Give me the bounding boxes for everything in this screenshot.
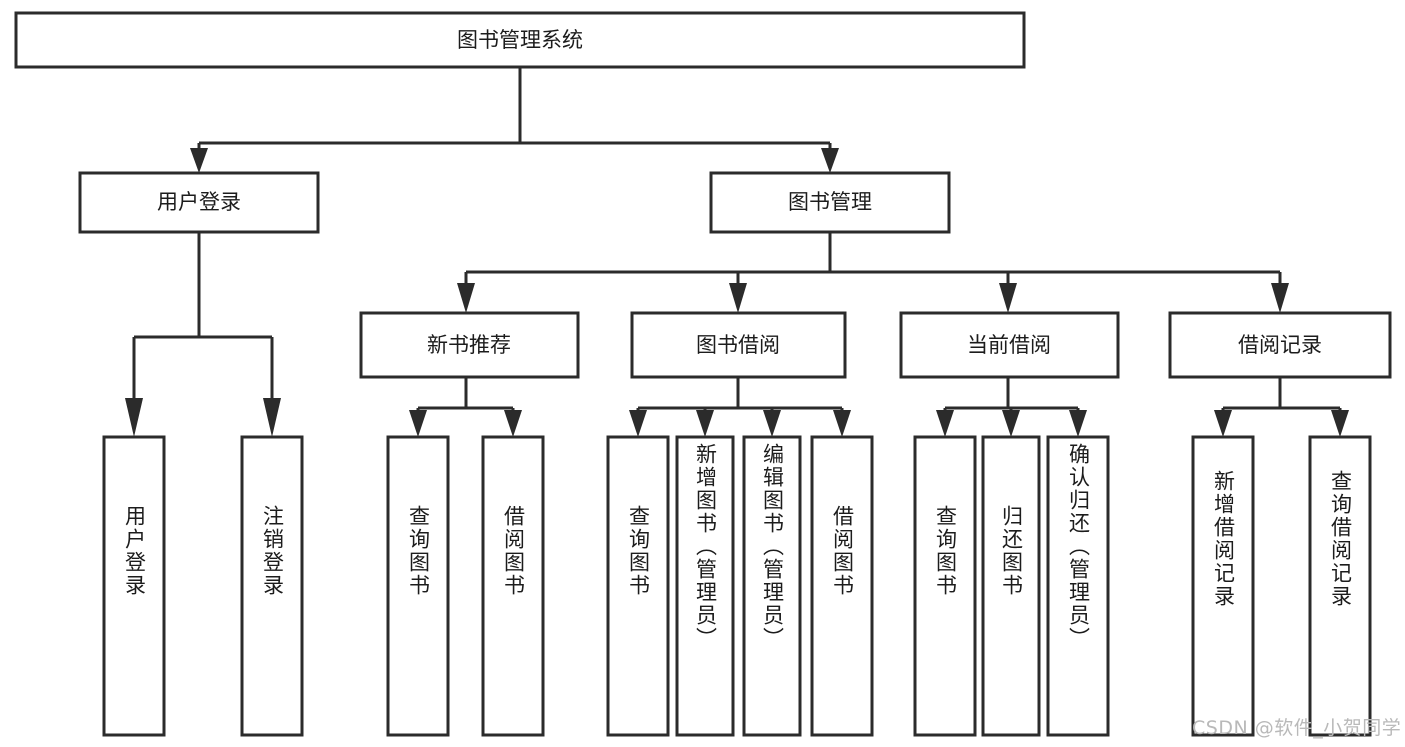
node-book-borrow[interactable]	[630, 311, 847, 379]
node-leaf-return-book[interactable]	[981, 435, 1041, 737]
arrow-head-records	[1271, 283, 1289, 313]
node-book-management[interactable]	[709, 171, 951, 234]
node-user-login-label: 用户登录	[157, 190, 241, 214]
node-borrow-records-label: 借阅记录	[1238, 333, 1322, 357]
arrow-head-leaf-10	[1002, 410, 1020, 437]
node-book-borrow-label: 图书借阅	[696, 333, 780, 357]
node-leaf-add-borrow-record[interactable]	[1191, 435, 1255, 737]
node-current-borrow[interactable]	[899, 311, 1120, 379]
connector-group-root	[190, 67, 839, 173]
arrow-head-new-books	[457, 283, 475, 313]
node-leaf-edit-book-admin[interactable]	[742, 435, 802, 737]
arrow-head-leaf-11	[1069, 410, 1087, 437]
connector-group-user-login	[125, 232, 281, 437]
node-leaf-add-book-admin[interactable]	[675, 435, 735, 737]
arrow-head-leaf-4	[504, 410, 522, 437]
connector-group-current	[936, 377, 1087, 437]
node-leaf-confirm-return-admin[interactable]	[1046, 435, 1110, 737]
node-leaf-query-book-3[interactable]	[913, 435, 977, 737]
node-leaf-borrow-book-1[interactable]	[481, 435, 545, 737]
node-book-management-label: 图书管理	[788, 190, 872, 214]
connector-group-new-books	[409, 377, 522, 437]
arrow-head-leaf-12	[1214, 410, 1232, 437]
node-user-login[interactable]	[78, 171, 320, 234]
arrow-head-user-login	[190, 148, 208, 173]
arrow-head-leaf-3	[409, 410, 427, 437]
node-borrow-records[interactable]	[1168, 311, 1392, 379]
arrow-head-leaf-6	[696, 410, 714, 437]
node-system-title-label: 图书管理系统	[457, 28, 583, 52]
node-leaf-borrow-book-2[interactable]	[810, 435, 874, 737]
arrow-head-leaf-2	[263, 398, 281, 437]
node-leaf-query-borrow-record[interactable]	[1308, 435, 1372, 737]
node-leaf-logout[interactable]	[240, 435, 304, 737]
arrow-head-leaf-7	[763, 410, 781, 437]
arrow-head-leaf-13	[1331, 410, 1349, 437]
csdn-watermark: CSDN @软件_小贺同学	[1192, 717, 1402, 739]
arrow-head-leaf-5	[629, 410, 647, 437]
node-new-book-recommend-label: 新书推荐	[427, 333, 511, 357]
node-leaf-user-login[interactable]	[102, 435, 166, 737]
arrow-head-book-manage	[821, 148, 839, 173]
arrow-head-leaf-9	[936, 410, 954, 437]
arrow-head-borrow	[729, 283, 747, 313]
node-current-borrow-label: 当前借阅	[967, 333, 1051, 357]
arrow-head-current	[999, 283, 1017, 313]
connector-group-borrow	[629, 377, 851, 437]
node-leaf-query-book-1[interactable]	[386, 435, 450, 737]
node-new-book-recommend[interactable]	[359, 311, 580, 379]
node-system-title[interactable]	[14, 11, 1026, 69]
node-leaf-query-book-2[interactable]	[606, 435, 670, 737]
arrow-head-leaf-8	[833, 410, 851, 437]
arrow-head-leaf-1	[125, 398, 143, 437]
connector-group-records	[1214, 377, 1349, 437]
connector-group-book-manage	[457, 232, 1289, 313]
